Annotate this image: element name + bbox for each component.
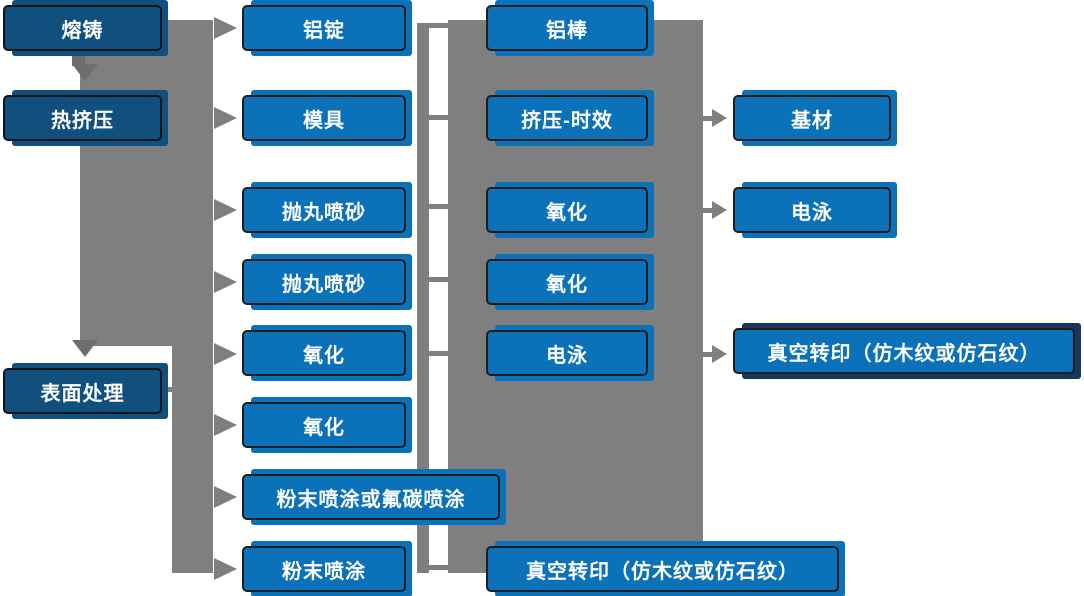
node-label: 基材 — [733, 95, 891, 141]
node-vacuum-transfer-right: 真空转印（仿木纹或仿石纹） — [733, 323, 1081, 379]
node-label: 熔铸 — [3, 5, 162, 51]
arrowhead-to-powder-fluorocarbon — [214, 486, 237, 508]
lower-spine-band — [172, 346, 213, 573]
node-mold: 模具 — [242, 90, 412, 146]
node-label: 真空转印（仿木纹或仿石纹） — [733, 328, 1075, 374]
node-label: 抛丸喷砂 — [242, 259, 406, 305]
node-label: 挤压-时效 — [486, 95, 648, 141]
node-shot-blasting-1: 抛丸喷砂 — [242, 182, 412, 238]
arrowhead-to-electrophoresis-2 — [712, 201, 727, 219]
node-label: 电泳 — [486, 330, 648, 376]
node-extrusion-aging: 挤压-时效 — [486, 90, 654, 146]
node-oxidation-2: 氧化 — [242, 397, 412, 453]
arrowhead-to-oxidation-2 — [214, 414, 237, 436]
arrowhead-to-vacuum-transfer-right — [712, 345, 727, 363]
arrowhead-to-base-material — [712, 109, 727, 127]
stub-to-base-material — [703, 116, 713, 121]
node-label: 粉末喷涂 — [242, 546, 406, 592]
node-label: 表面处理 — [3, 368, 162, 414]
node-powder-coating: 粉末喷涂 — [242, 541, 412, 596]
bus-tick-row1 — [429, 23, 448, 28]
arrowhead-to-aluminum-ingot — [214, 17, 237, 39]
bus-tick-row5 — [429, 351, 448, 356]
node-label: 氧化 — [242, 330, 406, 376]
node-aluminum-ingot: 铝锭 — [242, 0, 412, 56]
node-oxidation-4: 氧化 — [486, 254, 654, 310]
node-base-material: 基材 — [733, 90, 897, 146]
down-arrowhead-2 — [72, 340, 98, 357]
node-label: 真空转印（仿木纹或仿石纹） — [486, 546, 839, 592]
node-label: 铝棒 — [486, 5, 648, 51]
arrowhead-to-powder-coating — [214, 558, 237, 580]
left-spine-band — [80, 20, 213, 346]
middle-bus-line — [417, 23, 429, 573]
arrowhead-to-shot-blasting-2 — [214, 271, 237, 293]
bus-tick-row4 — [429, 277, 448, 282]
node-oxidation-3: 氧化 — [486, 182, 654, 238]
node-label: 抛丸喷砂 — [242, 187, 406, 233]
arrowhead-to-oxidation-1 — [214, 343, 237, 365]
node-label: 模具 — [242, 95, 406, 141]
node-electrophoresis-1: 电泳 — [486, 325, 654, 381]
node-hot-extrusion: 热挤压 — [3, 90, 168, 146]
node-electrophoresis-2: 电泳 — [733, 182, 897, 238]
node-vacuum-transfer-bottom: 真空转印（仿木纹或仿石纹） — [486, 541, 845, 596]
node-label: 氧化 — [486, 259, 648, 305]
down-arrowhead-1 — [72, 64, 98, 81]
node-shot-blasting-2: 抛丸喷砂 — [242, 254, 412, 310]
bus-tick-row3 — [429, 204, 448, 209]
node-label: 热挤压 — [3, 95, 162, 141]
node-powder-or-fluorocarbon-coating: 粉末喷涂或氟碳喷涂 — [242, 469, 506, 525]
bus-tick-row8 — [429, 565, 448, 570]
arrowhead-to-shot-blasting-1 — [214, 199, 237, 221]
node-melting-casting: 熔铸 — [3, 0, 168, 56]
node-label: 电泳 — [733, 187, 891, 233]
node-aluminum-rod: 铝棒 — [486, 0, 654, 56]
node-label: 氧化 — [242, 402, 406, 448]
node-label: 铝锭 — [242, 5, 406, 51]
node-oxidation-1: 氧化 — [242, 325, 412, 381]
bus-tick-row2 — [429, 115, 448, 120]
stub-to-vacuum-transfer-right — [703, 352, 713, 357]
stub-to-electrophoresis-2 — [703, 208, 713, 213]
node-label: 氧化 — [486, 187, 648, 233]
arrowhead-to-mold — [214, 107, 237, 129]
node-surface-treatment: 表面处理 — [3, 363, 168, 419]
node-label: 粉末喷涂或氟碳喷涂 — [242, 474, 500, 520]
